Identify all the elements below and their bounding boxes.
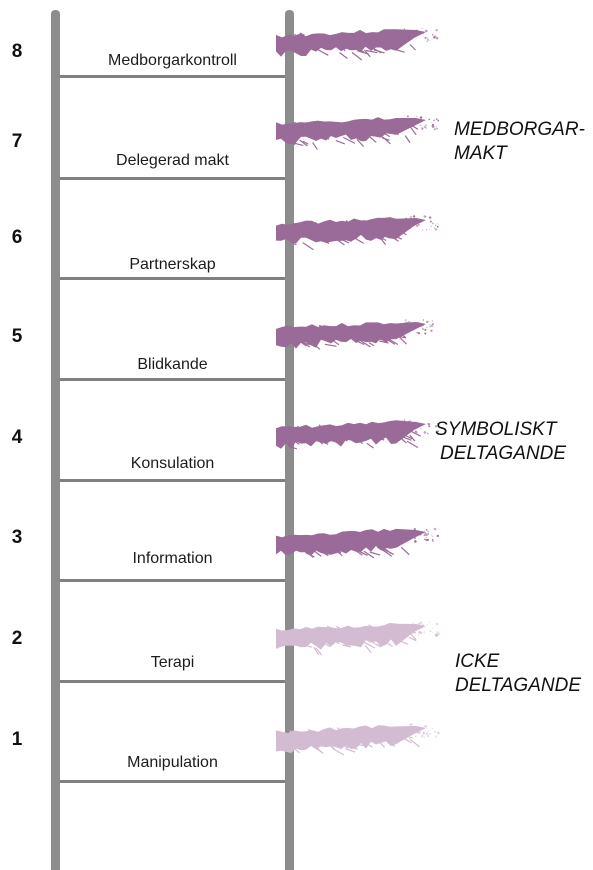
brush-stroke-5 (276, 318, 441, 354)
group-label-medborgarmakt: MEDBORGAR- MAKT (454, 118, 585, 166)
group-label-line: MEDBORGAR- (454, 119, 585, 140)
rung-number-5: 5 (11, 326, 23, 347)
rung-7 (60, 177, 285, 180)
rung-number-6: 6 (11, 227, 23, 248)
brush-stroke-shape (276, 215, 440, 250)
rung-6 (60, 277, 285, 280)
group-label-icke-deltagande: ICKE DELTAGANDE (455, 650, 581, 698)
group-label-line: DELTAGANDE (440, 443, 566, 464)
brush-stroke-shape (276, 115, 440, 150)
brush-stroke-shape (276, 621, 440, 656)
rung-label-3: Information (132, 550, 213, 567)
rung-8 (60, 75, 285, 78)
rung-label-8: Medborgarkontroll (108, 52, 237, 69)
rung-number-3: 3 (11, 527, 23, 548)
rung-label-1: Manipulation (127, 754, 218, 771)
group-label-line: DELTAGANDE (455, 675, 581, 696)
group-label-line: ICKE (455, 651, 500, 672)
rung-label-2: Terapi (150, 654, 195, 671)
rung-4 (60, 479, 285, 482)
brush-stroke-3 (276, 526, 441, 562)
rung-1 (60, 780, 285, 783)
group-label-symboliskt-deltagande: SYMBOLISKT DELTAGANDE (435, 418, 566, 466)
brush-stroke-2 (276, 620, 441, 656)
rung-2 (60, 680, 285, 683)
rung-label-7: Delegerad makt (116, 152, 229, 169)
brush-stroke-shape (276, 527, 439, 559)
brush-stroke-8 (276, 26, 441, 62)
brush-stroke-6 (276, 214, 441, 250)
rung-label-5: Blidkande (137, 356, 208, 373)
brush-stroke-shape (276, 723, 440, 756)
brush-stroke-shape (276, 419, 440, 450)
rung-number-4: 4 (11, 427, 23, 448)
rung-5 (60, 378, 285, 381)
brush-stroke-shape (276, 319, 434, 350)
rung-label-6: Partnerskap (129, 256, 216, 273)
ladder-left-rail (51, 10, 60, 870)
group-label-line: MAKT (454, 143, 507, 164)
brush-stroke-7 (276, 114, 441, 150)
rung-3 (60, 579, 285, 582)
rung-label-4: Konsulation (130, 455, 215, 472)
rung-number-1: 1 (11, 729, 23, 750)
rung-number-7: 7 (11, 131, 23, 152)
group-label-line: SYMBOLISKT (435, 419, 557, 440)
brush-stroke-1 (276, 722, 441, 758)
rung-number-2: 2 (11, 628, 23, 649)
brush-stroke-4 (276, 418, 441, 454)
brush-stroke-shape (276, 28, 439, 61)
rung-number-8: 8 (11, 41, 23, 62)
